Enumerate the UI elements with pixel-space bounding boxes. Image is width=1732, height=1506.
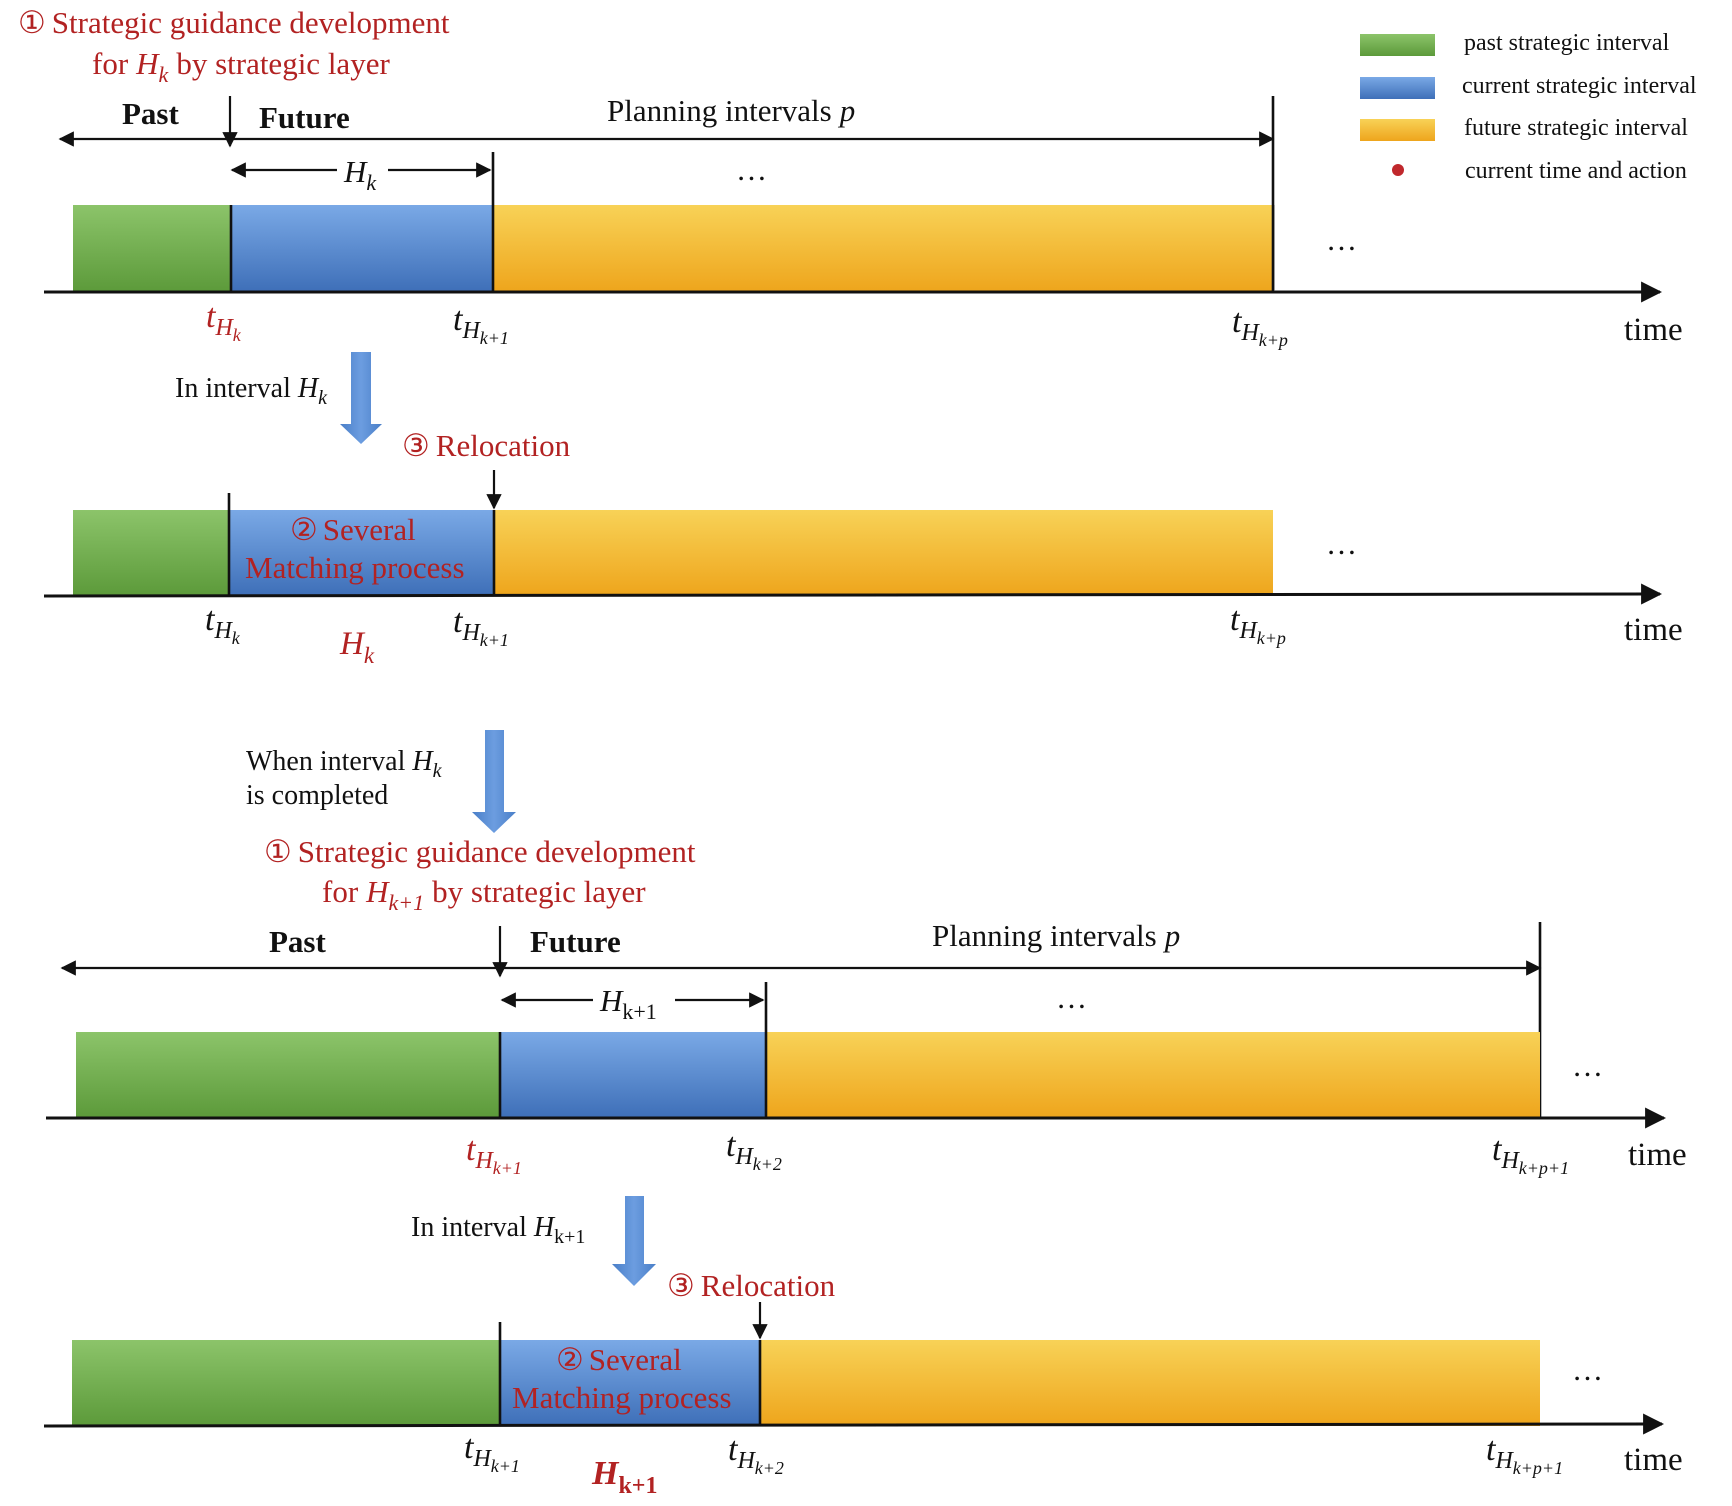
bar-future-4 (760, 1340, 1540, 1426)
legend-swatch-current (1360, 77, 1435, 99)
bar-past (73, 205, 231, 292)
bar-future-3 (766, 1032, 1540, 1118)
time-label-4: time (1624, 1442, 1683, 1478)
tick-label-t-hk-2: tHk (205, 601, 241, 648)
bar-past-3 (76, 1032, 500, 1118)
legend: past strategic interval current strategi… (1360, 30, 1697, 184)
legend-label-past: past strategic interval (1464, 30, 1670, 56)
tick-label-t-hk1-2: tHk+1 (453, 603, 509, 650)
trailing-dots-3: … (1572, 1048, 1603, 1083)
tick-label-t-hk1-4: tHk+1 (464, 1429, 520, 1476)
time-label-2: time (1624, 612, 1683, 648)
is-completed-label: is completed (246, 780, 388, 811)
tick-label-t-hkp-2: tHk+p (1230, 601, 1286, 648)
legend-label-future: future strategic interval (1464, 115, 1688, 141)
tick-label-t-hk2-4: tHk+2 (728, 1431, 784, 1478)
past-label-3: Past (269, 924, 327, 959)
current-interval-hk1-label: Hk+1 (591, 1455, 657, 1499)
future-label: Future (259, 100, 350, 135)
future-label-3: Future (530, 924, 621, 959)
legend-label-current: current strategic interval (1462, 73, 1697, 99)
planning-dots: … (736, 152, 767, 187)
time-label-3: time (1628, 1137, 1687, 1173)
legend-dot-icon (1392, 164, 1404, 176)
trailing-dots-4: … (1572, 1352, 1603, 1387)
step2-matching-k: Matching process (245, 550, 465, 585)
bar-future-2 (494, 510, 1273, 596)
trailing-dots: … (1326, 222, 1357, 257)
down-arrow-icon-3 (612, 1196, 656, 1286)
current-interval-hk-label: Hk (339, 626, 375, 668)
bar-current-4 (500, 1340, 760, 1426)
down-arrow-icon (340, 352, 382, 444)
hk1-span-label: Hk+1 (599, 983, 657, 1024)
legend-swatch-future (1360, 119, 1435, 141)
bar-past-4 (72, 1340, 500, 1426)
tick-label-t-hk1: tHk+1 (453, 301, 509, 348)
planning-dots-3: … (1056, 980, 1087, 1015)
bar-future (493, 205, 1273, 292)
hk-span-label: Hk (343, 154, 377, 195)
bar-current-3 (500, 1032, 766, 1118)
trailing-dots-2: … (1326, 526, 1357, 561)
legend-swatch-past (1360, 34, 1435, 56)
tick-label-t-hk: tHk (206, 298, 242, 345)
bar-current (231, 205, 493, 292)
time-label: time (1624, 312, 1683, 348)
tick-label-t-hkp1-3: tHk+p+1 (1492, 1131, 1569, 1178)
tick-label-t-hk1-3: tHk+1 (466, 1131, 522, 1178)
past-label: Past (122, 96, 180, 131)
bar-past-2 (73, 510, 229, 596)
down-arrow-icon-2 (472, 730, 516, 833)
tick-label-t-hk2-3: tHk+2 (726, 1127, 782, 1174)
tick-label-t-hkp1-4: tHk+p+1 (1486, 1431, 1563, 1478)
step2-matching-k1: Matching process (512, 1380, 732, 1415)
legend-label-dot: current time and action (1465, 158, 1687, 184)
bar-current-2 (229, 510, 494, 596)
tick-label-t-hkp: tHk+p (1232, 303, 1288, 350)
